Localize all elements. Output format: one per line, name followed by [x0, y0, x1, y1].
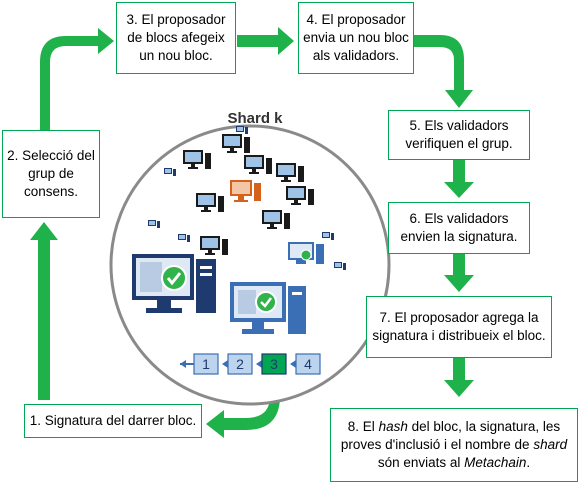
- arrow-5-to-6: [444, 160, 474, 198]
- validator-large-icon: [132, 254, 216, 313]
- shard-circle: [109, 124, 391, 406]
- step-8-part: del bloc, la signatura, les proves d'inc…: [340, 419, 561, 452]
- chain-block-label: 2: [236, 356, 244, 372]
- step-1-text: 1. Signatura del darrer bloc.: [29, 413, 197, 428]
- step-2-text: 2. Selecció del grup de consens.: [7, 148, 95, 199]
- shard-nodes: [132, 126, 346, 334]
- step-3-box: 3. El proposador de blocs afegeix un nou…: [116, 2, 236, 74]
- step-5-text: 5. Els validadors verifiquen el grup.: [405, 118, 513, 151]
- block-chain: 1 2 3 4: [180, 353, 321, 375]
- chain-block-label: 1: [202, 356, 210, 372]
- chain-block: [227, 353, 253, 375]
- step-8-box: 8. El hash del bloc, la signatura, les p…: [330, 408, 578, 482]
- step-5-box: 5. Els validadors verifiquen el grup.: [388, 110, 530, 160]
- step-8-metachain-term: Metachain: [464, 455, 527, 470]
- arrow-7-to-8: [444, 358, 474, 397]
- step-8-hash-term: hash: [378, 419, 408, 434]
- arrow-6-to-7: [444, 254, 474, 292]
- step-4-text: 4. El proposador envia un nou bloc als v…: [303, 12, 409, 63]
- step-6-box: 6. Els validadors envien la signatura.: [388, 202, 530, 254]
- step-2-box: 2. Selecció del grup de consens.: [2, 130, 100, 218]
- step-3-text: 3. El proposador de blocs afegeix un nou…: [126, 12, 226, 63]
- step-8-text: 8. El hash del bloc, la signatura, les p…: [335, 418, 573, 472]
- chain-block-label: 4: [304, 356, 312, 372]
- step-8-part: 8. El: [347, 419, 379, 434]
- validator-large-icon: [230, 282, 306, 334]
- step-6-text: 6. Els validadors envien la signatura.: [400, 211, 518, 244]
- step-7-box: 7. El proposador agrega la signatura i d…: [366, 296, 552, 358]
- chain-block: [193, 353, 219, 375]
- step-1-box: 1. Signatura del darrer bloc.: [24, 404, 202, 438]
- chain-block-label: 3: [270, 356, 278, 372]
- step-8-shard-term: shard: [533, 437, 568, 452]
- flow-arrows: [30, 27, 474, 438]
- arrow-4-to-5: [414, 35, 473, 108]
- step-8-part: són enviats al: [377, 455, 465, 470]
- validator-medium-icon: [288, 242, 324, 264]
- chain-block-active: [261, 353, 287, 375]
- arrow-1-to-2: [30, 222, 58, 400]
- arrow-block3-to-1: [206, 376, 280, 438]
- step-8-part: .: [526, 455, 531, 470]
- shard-title: Shard k: [227, 110, 283, 127]
- chain-block: [295, 353, 321, 375]
- arrow-3-to-4: [237, 27, 294, 55]
- proposer-node-icon: [230, 180, 261, 202]
- arrow-2-to-3: [40, 28, 114, 130]
- step-4-box: 4. El proposador envia un nou bloc als v…: [298, 2, 414, 74]
- step-7-text: 7. El proposador agrega la signatura i d…: [372, 310, 546, 343]
